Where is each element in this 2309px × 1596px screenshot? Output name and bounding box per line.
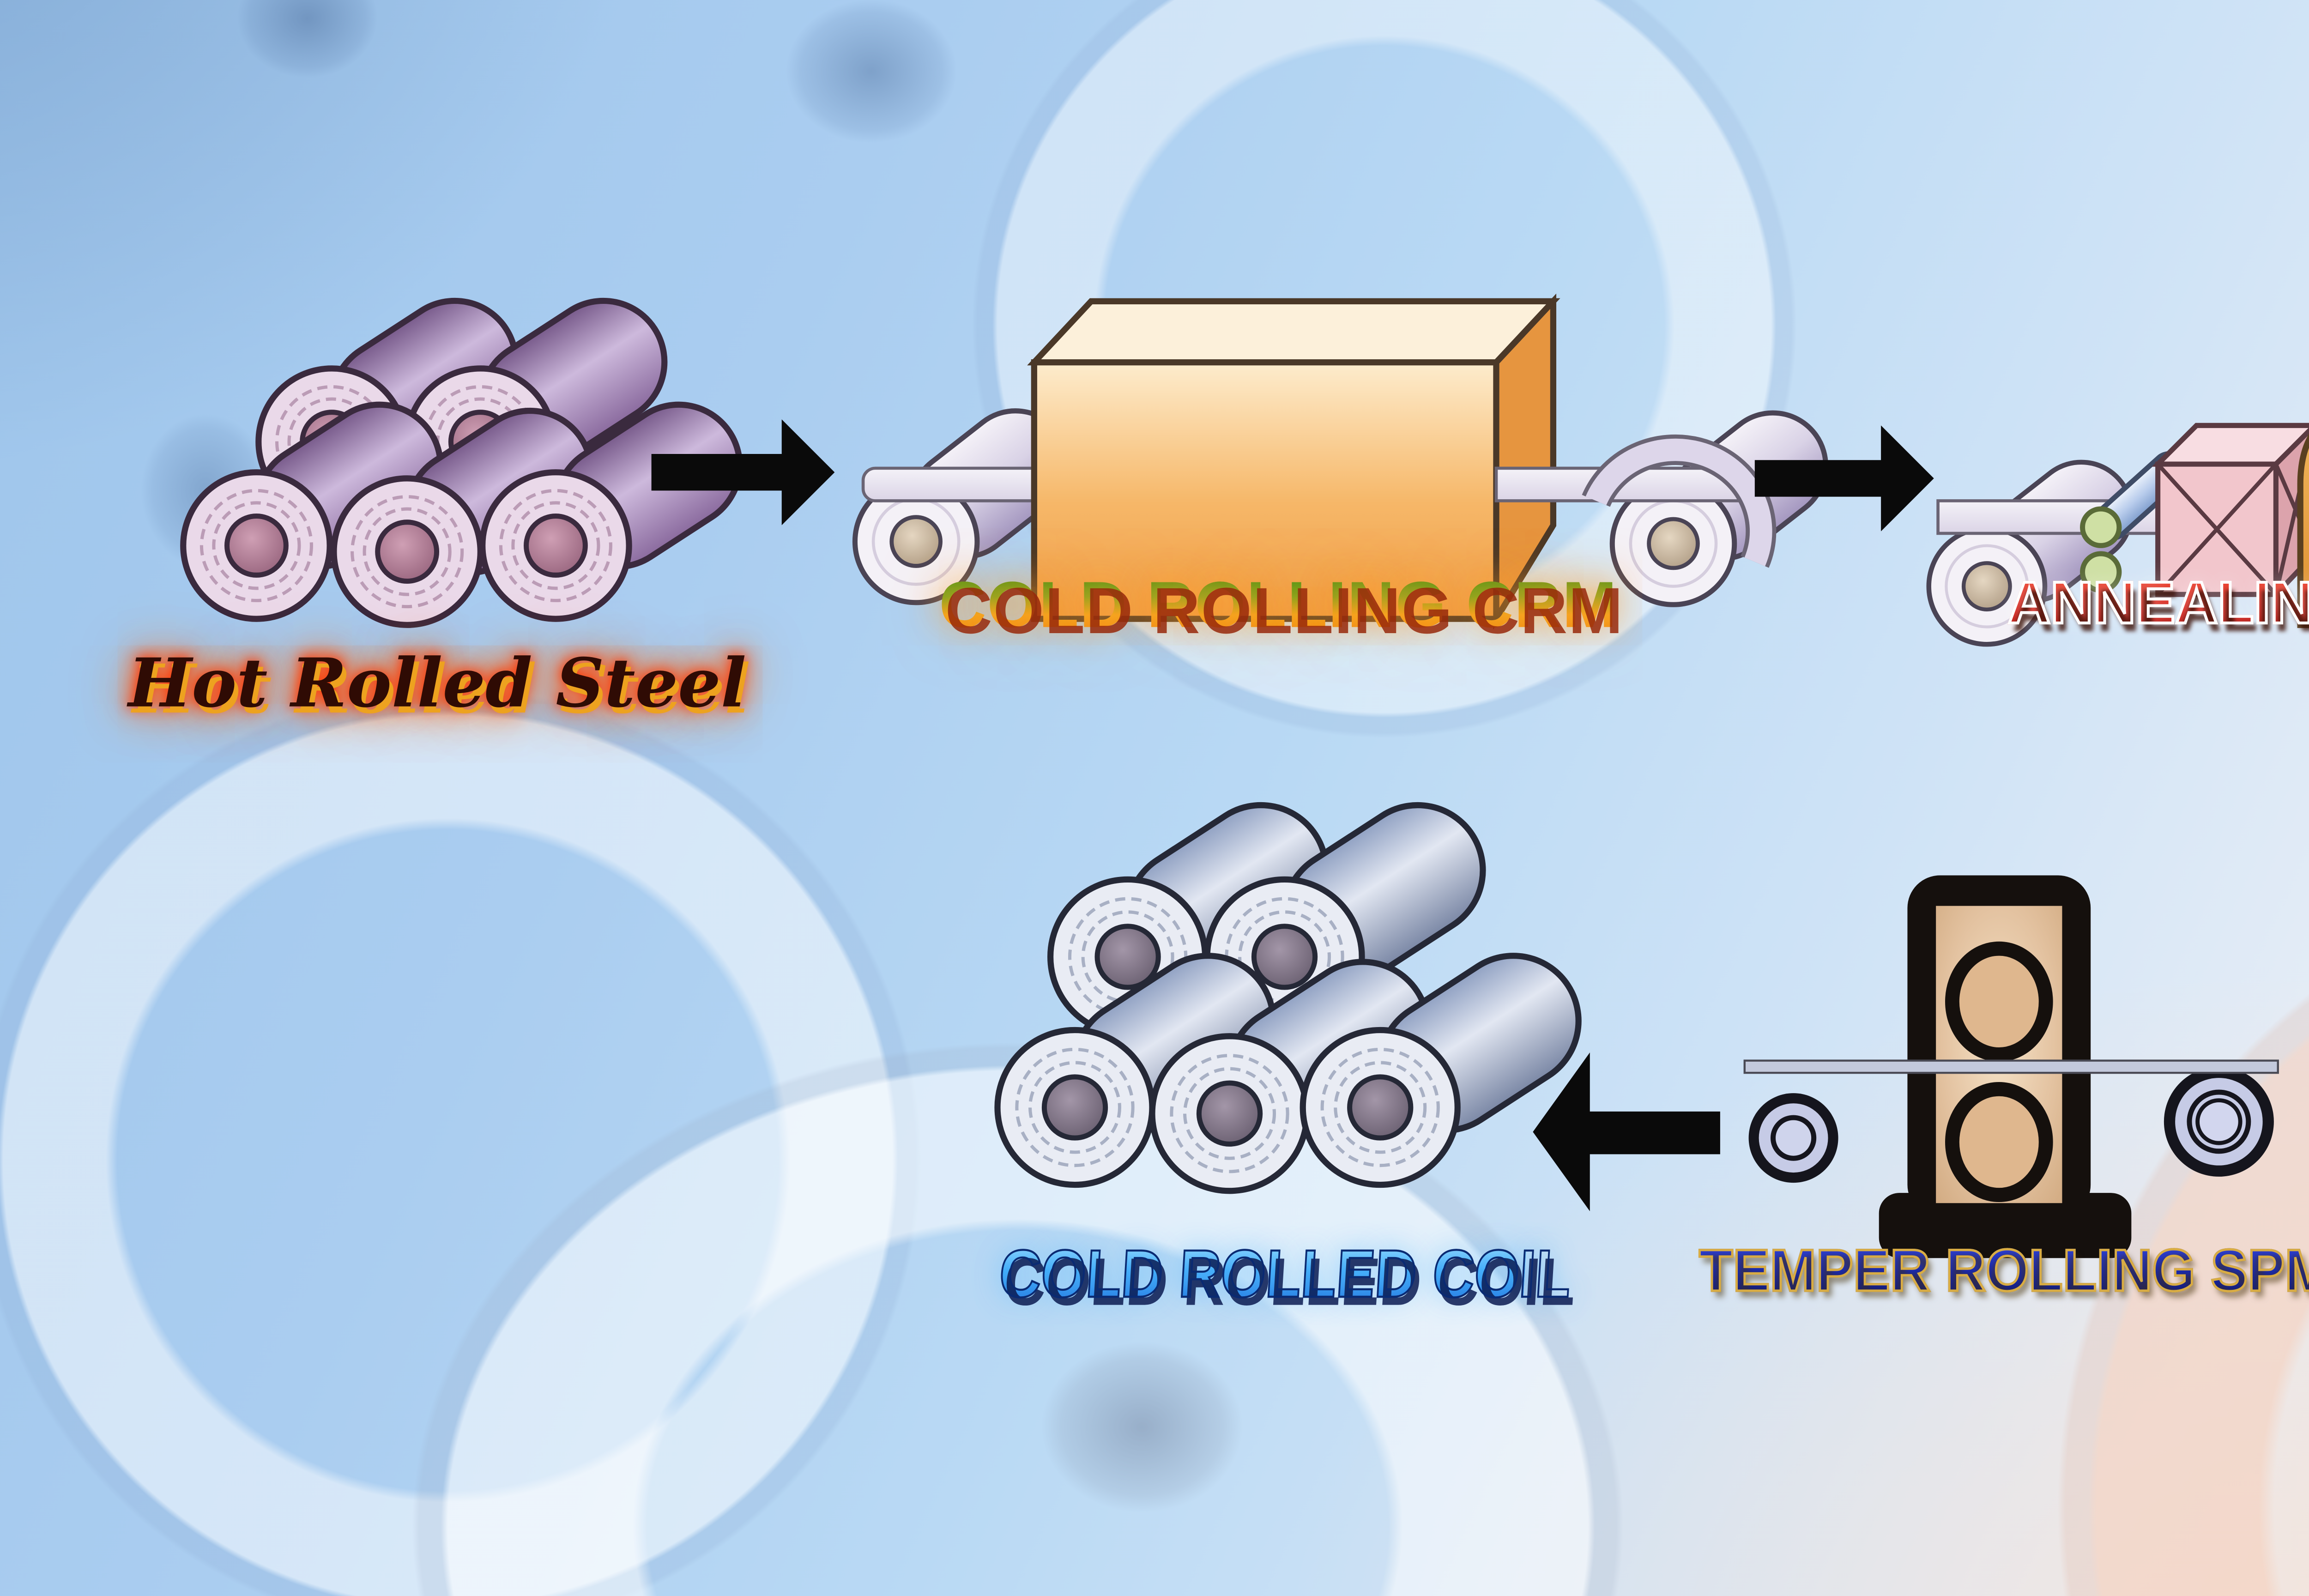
arrow-right-icon-hot-to-crm [651,419,835,526]
crc-coil-stack-icon [997,780,1603,1191]
arrow-right-icon-crm-to-cap [1754,425,1934,532]
stage-label-temper-rolling-spm: TEMPER ROLLING SPM [1698,1239,2309,1307]
stage-label-hot-rolled-steel: Hot Rolled Steel [128,643,747,723]
spm-entry-coil [2164,1066,2274,1177]
cap-welder-cube [2152,423,2309,601]
spm-exit-coil [1748,1093,1838,1183]
spm-mill-icon [1743,875,2279,1258]
stage-label-annealing-pickling: ANNEALING & PICKLING CAP [1995,571,2309,639]
spm-work-roll-bottom [1945,1082,2053,1203]
crm-strip-in [861,466,1052,502]
crm-box-top [1027,298,1560,366]
cap-annealing-furnace [2297,434,2309,628]
hot-coil-stack-icon [183,278,763,625]
cap-pinch-roll [2080,551,2122,593]
arrow-left-icon-spm-to-crc [1533,1052,1720,1211]
stage-label-cold-rolling-crm: COLD ROLLING CRM [912,568,1645,643]
spm-work-roll-top [1945,941,2053,1062]
crm-box-front [1031,359,1499,622]
cap-pinch-roll [2080,506,2122,548]
crm-strip-wrap [1585,438,1772,567]
stage-label-cold-rolled-coil: COLD ROLLED COIL [997,1235,1574,1313]
spm-strip [1743,1059,2279,1074]
crm-machine-icon [855,293,1847,630]
cap-line-icon [1929,423,2309,659]
